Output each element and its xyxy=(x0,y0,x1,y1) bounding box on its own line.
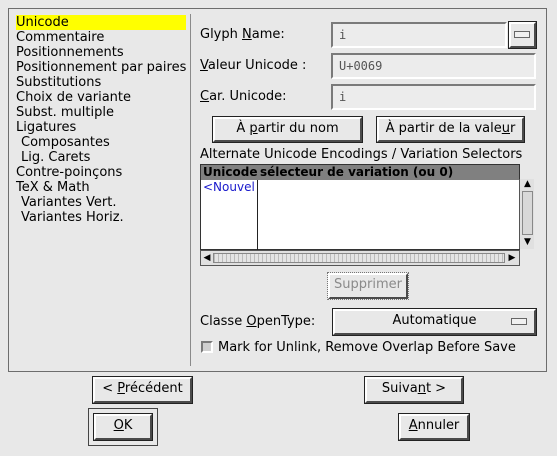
list-item[interactable]: Variantes Horiz. xyxy=(21,210,124,225)
column-header-variation-selector[interactable]: sélecteur de variation (ou 0) xyxy=(260,165,454,179)
ok-button[interactable]: OK xyxy=(93,413,153,441)
list-item[interactable]: Choix de variante xyxy=(16,90,132,105)
unicode-value-input[interactable]: U+0069 xyxy=(331,53,536,79)
list-item[interactable]: Commentaire xyxy=(16,30,105,45)
vertical-scroll-thumb[interactable] xyxy=(522,191,533,235)
list-item[interactable]: Lig. Carets xyxy=(21,150,91,165)
opentype-class-label: Classe OpenType: xyxy=(200,314,316,329)
menu-indicator-icon xyxy=(514,31,530,38)
column-header-unicode[interactable]: Unicode xyxy=(203,165,258,179)
list-item[interactable]: Contre-poinçons xyxy=(16,165,123,180)
table-header: Unicode sélecteur de variation (ou 0) xyxy=(201,165,519,180)
previous-button[interactable]: < Précédent xyxy=(92,376,193,404)
scroll-right-icon[interactable]: ▶ xyxy=(508,253,516,263)
glyph-name-input[interactable]: i xyxy=(331,22,507,48)
glyph-name-label: Glyph Name: xyxy=(200,27,285,42)
encodings-title: Alternate Unicode Encodings / Variation … xyxy=(200,147,523,162)
next-button[interactable]: Suivant > xyxy=(364,376,464,404)
list-separator xyxy=(190,14,191,366)
list-item[interactable]: Variantes Vert. xyxy=(21,195,117,210)
unicode-value-label: Valeur Unicode : xyxy=(200,58,307,73)
table-horizontal-scrollbar[interactable]: ◀ ▶ xyxy=(200,250,520,266)
delete-button[interactable]: Supprimer xyxy=(327,272,409,300)
scroll-down-icon[interactable]: ▼ xyxy=(524,237,531,247)
list-item[interactable]: Substitutions xyxy=(16,75,102,90)
cancel-button[interactable]: Annuler xyxy=(398,413,470,441)
scroll-left-icon[interactable]: ◀ xyxy=(203,253,211,263)
column-divider xyxy=(257,180,258,250)
ok-focus-ring xyxy=(88,408,158,446)
new-entry-cell[interactable]: <Nouvel xyxy=(203,180,255,194)
from-name-button[interactable]: À partir du nom xyxy=(212,116,363,143)
unicode-char-input[interactable]: i xyxy=(331,84,536,110)
list-item[interactable]: Positionnements xyxy=(16,45,124,60)
encodings-table[interactable]: Unicode sélecteur de variation (ou 0) <N… xyxy=(200,164,520,250)
table-vertical-scrollbar[interactable]: ▲ ▼ xyxy=(519,179,534,249)
list-item[interactable]: Unicode xyxy=(16,15,186,30)
dropdown-indicator-icon xyxy=(511,318,527,325)
list-item[interactable]: Subst. multiple xyxy=(16,105,114,120)
list-item[interactable]: Positionnement par paires xyxy=(16,60,187,75)
list-item[interactable]: TeX & Math xyxy=(16,180,90,195)
scroll-up-icon[interactable]: ▲ xyxy=(524,179,531,189)
glyph-name-menu-button[interactable] xyxy=(508,21,537,49)
mark-unlink-checkbox[interactable] xyxy=(201,341,213,353)
horizontal-scroll-thumb[interactable] xyxy=(213,253,505,263)
opentype-class-dropdown[interactable]: Automatique xyxy=(332,308,537,336)
mark-unlink-label[interactable]: Mark for Unlink, Remove Overlap Before S… xyxy=(218,340,516,355)
list-item[interactable]: Ligatures xyxy=(16,120,77,135)
from-value-button[interactable]: À partir de la valeur xyxy=(376,116,525,143)
list-item[interactable]: Composantes xyxy=(21,135,110,150)
unicode-char-label: Car. Unicode: xyxy=(200,89,287,104)
